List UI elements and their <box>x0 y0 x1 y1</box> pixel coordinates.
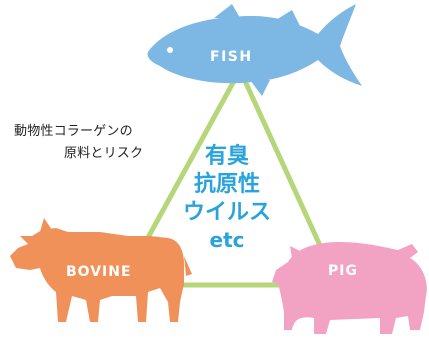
caption-line-2: 原料とリスク <box>64 146 144 161</box>
fish-node: FISH <box>147 4 362 96</box>
bovine-label: BOVINE <box>66 264 132 280</box>
risk-etc: etc <box>209 228 245 252</box>
cow-icon <box>10 228 184 322</box>
fish-label: FISH <box>210 49 253 65</box>
risk-antigenicity: 抗原性 <box>193 172 260 197</box>
bovine-node: BOVINE <box>10 218 192 322</box>
pig-node: PIG <box>272 242 427 334</box>
risk-odor: 有臭 <box>204 144 249 169</box>
pig-label: PIG <box>328 263 358 279</box>
fish-icon <box>147 4 362 86</box>
risk-virus: ウイルス <box>182 200 271 225</box>
caption-line-1: 動物性コラーゲンの <box>14 124 133 139</box>
connection-triangle <box>119 67 341 288</box>
pig-icon <box>272 242 427 334</box>
